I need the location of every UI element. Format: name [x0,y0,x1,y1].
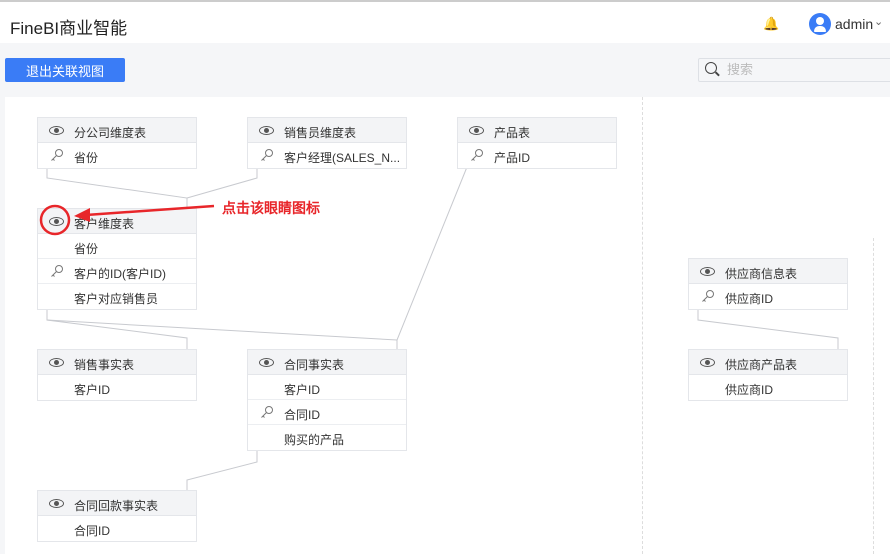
field-label: 供应商ID [725,292,774,306]
field-row: 客户经理(SALES_N... [248,143,406,168]
field-label: 省份 [74,151,99,165]
field-label: 产品ID [494,151,531,165]
table-card[interactable]: 分公司维度表省份 [37,117,197,169]
table-name: 分公司维度表 [74,126,147,140]
table-card[interactable]: 合同事实表客户ID 合同ID 购买的产品 [247,349,407,451]
field-row: 客户ID [248,375,406,400]
table-name: 合同事实表 [284,358,345,372]
field-row: 购买的产品 [248,425,406,450]
eye-icon[interactable] [49,217,64,226]
eye-icon[interactable] [700,267,715,276]
field-row: 省份 [38,234,196,259]
key-icon [471,149,483,161]
table-header[interactable]: 供应商信息表 [689,259,847,284]
table-name: 销售事实表 [74,358,135,372]
divider [873,238,874,554]
user-name[interactable]: admin [835,16,874,32]
avatar-icon[interactable] [809,13,831,35]
key-icon [51,149,63,161]
eye-icon[interactable] [700,358,715,367]
key-icon [261,406,273,418]
relation-line [46,308,188,349]
exit-relation-view-button[interactable]: 退出关联视图 [5,58,125,82]
field-label: 客户的ID(客户ID) [74,267,166,281]
table-header[interactable]: 合同事实表 [248,350,406,375]
app-title: FineBI商业智能 [10,19,128,38]
table-name: 客户维度表 [74,217,135,231]
eye-icon[interactable] [49,499,64,508]
field-label: 客户ID [284,383,321,397]
table-name: 合同回款事实表 [74,499,159,513]
field-row: 合同ID [248,400,406,425]
key-icon [702,290,714,302]
field-row: 供应商ID [689,284,847,309]
relation-line [186,450,258,490]
table-name: 销售员维度表 [284,126,357,140]
relation-line [396,166,468,349]
divider [642,97,643,554]
field-row: 客户ID [38,375,196,400]
table-card[interactable]: 供应商信息表供应商ID [688,258,848,310]
eye-icon[interactable] [259,126,274,135]
eye-icon[interactable] [49,358,64,367]
field-row: 合同ID [38,516,196,541]
field-label: 供应商ID [725,383,774,397]
field-label: 客户对应销售员 [74,292,159,306]
eye-icon[interactable] [259,358,274,367]
table-header[interactable]: 分公司维度表 [38,118,196,143]
table-header[interactable]: 客户维度表 [38,209,196,234]
field-row: 客户的ID(客户ID) [38,259,196,284]
annotation-text: 点击该眼睛图标 [222,200,320,216]
field-label: 购买的产品 [284,433,345,447]
table-card[interactable]: 产品表产品ID [457,117,617,169]
field-row: 客户对应销售员 [38,284,196,309]
field-label: 客户经理(SALES_N... [284,151,401,165]
chevron-down-icon[interactable]: ⌄ [874,16,884,28]
table-name: 供应商信息表 [725,267,798,281]
table-header[interactable]: 销售员维度表 [248,118,406,143]
relation-line [46,319,398,341]
field-label: 合同ID [74,524,111,538]
eye-icon[interactable] [49,126,64,135]
table-card[interactable]: 供应商产品表供应商ID [688,349,848,401]
search-input[interactable] [727,62,877,77]
field-row: 省份 [38,143,196,168]
table-name: 供应商产品表 [725,358,798,372]
field-label: 省份 [74,242,99,256]
search-icon [705,62,717,74]
table-card[interactable]: 销售员维度表客户经理(SALES_N... [247,117,407,169]
table-name: 产品表 [494,126,531,140]
bell-icon[interactable]: 🔔 [763,16,780,31]
relation-line [46,167,188,208]
relation-line [186,167,258,199]
table-header[interactable]: 合同回款事实表 [38,491,196,516]
key-icon [51,265,63,277]
field-label: 合同ID [284,408,321,422]
table-header[interactable]: 供应商产品表 [689,350,847,375]
table-header[interactable]: 产品表 [458,118,616,143]
key-icon [261,149,273,161]
table-card[interactable]: 合同回款事实表合同ID [37,490,197,542]
field-row: 供应商ID [689,375,847,400]
eye-icon[interactable] [469,126,484,135]
table-header[interactable]: 销售事实表 [38,350,196,375]
relation-line [697,308,839,349]
field-row: 产品ID [458,143,616,168]
field-label: 客户ID [74,383,111,397]
top-bar: FineBI商业智能 🔔 admin ⌄ [0,0,890,43]
table-card[interactable]: 销售事实表客户ID [37,349,197,401]
search-box[interactable] [698,58,890,82]
table-card[interactable]: 客户维度表省份客户的ID(客户ID) 客户对应销售员 [37,208,197,310]
